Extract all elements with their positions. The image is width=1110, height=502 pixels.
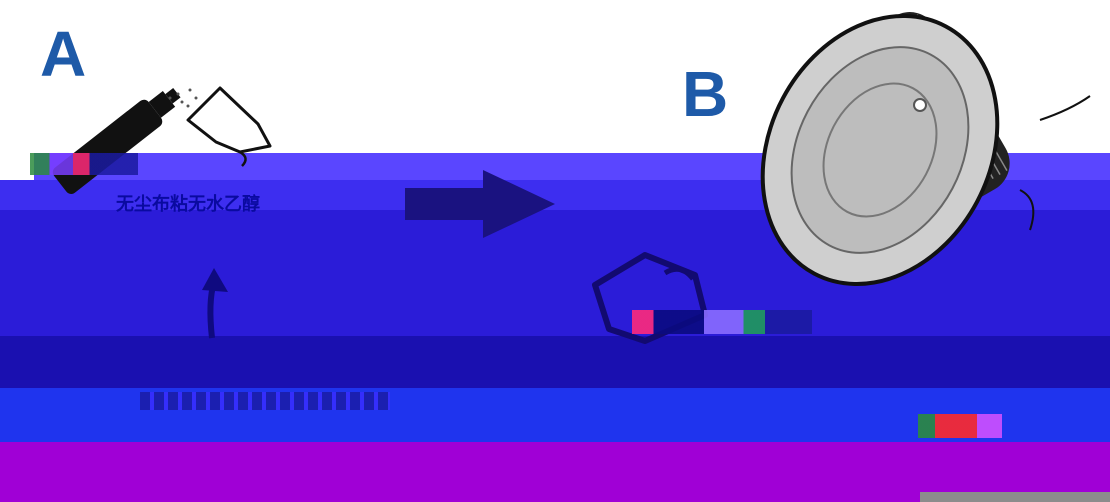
glitch-fragment xyxy=(632,310,812,334)
wiping-cloth-icon xyxy=(585,245,735,355)
cloth-icon xyxy=(180,80,290,190)
glitch-fragment xyxy=(140,392,390,410)
lens-icon xyxy=(740,0,1100,320)
arrow-right-icon xyxy=(405,166,565,246)
glitch-fragment xyxy=(918,414,1002,438)
glitch-fragment xyxy=(30,153,138,175)
band-deep xyxy=(0,336,1110,388)
step-a-caption: 无尘布粘无水乙醇 xyxy=(116,190,260,216)
arrow-up-icon xyxy=(190,262,250,342)
step-b-label: B xyxy=(682,62,728,126)
corrupt-gray-block xyxy=(920,492,1110,502)
